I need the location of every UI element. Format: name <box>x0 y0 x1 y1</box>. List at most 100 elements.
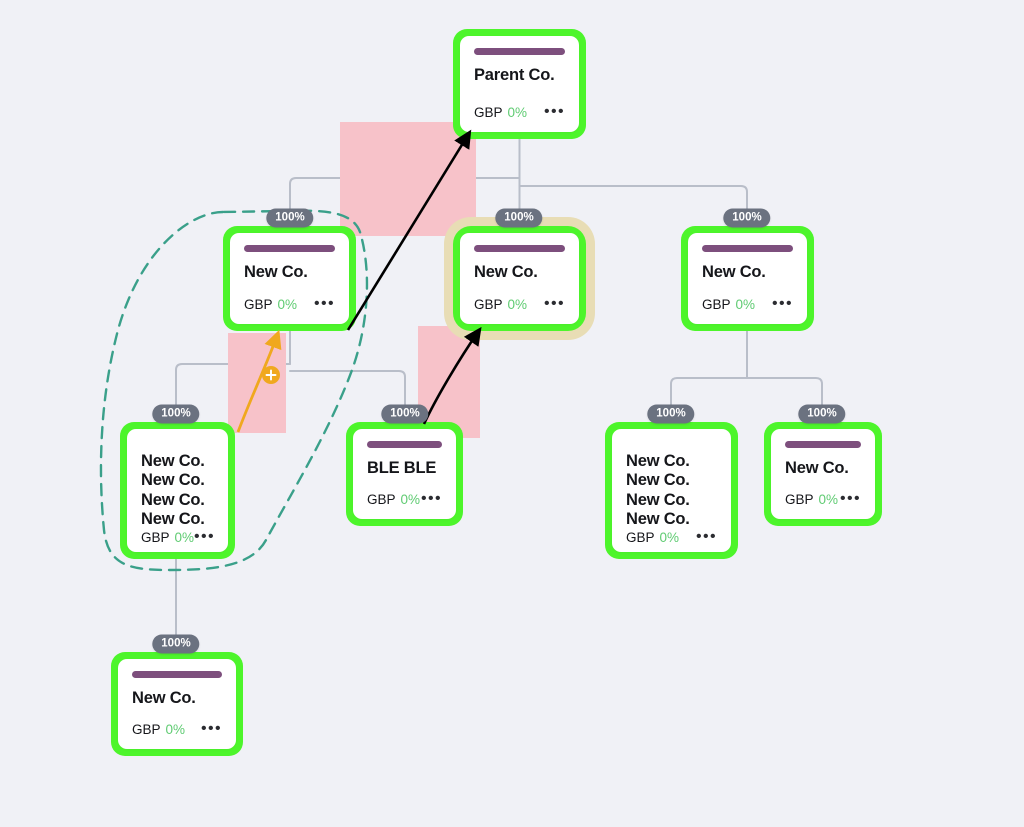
node-accent-bar <box>132 671 222 678</box>
node-title: Parent Co. <box>474 66 555 84</box>
node-currency-group: GBP 0% <box>132 721 185 739</box>
node-percent: 0% <box>818 492 839 507</box>
edge-parent-child-3 <box>518 185 748 211</box>
node-overflow-menu-icon[interactable]: ••• <box>543 294 565 312</box>
node-footer: GBP 0% ••• <box>474 102 565 122</box>
node-card-parent[interactable]: Parent Co. GBP 0% ••• <box>453 29 586 139</box>
node-currency: GBP <box>141 530 170 546</box>
node-accent-bar <box>785 441 861 448</box>
node-currency-group: GBP 0% <box>367 491 420 509</box>
node-percent: 0% <box>277 297 298 312</box>
node-accent-bar <box>474 48 565 55</box>
node-card-child-2[interactable]: New Co. GBP 0% ••• <box>453 226 586 331</box>
node-percent: 0% <box>400 492 421 507</box>
node-title: New Co. <box>702 263 766 281</box>
node-title: New Co. <box>474 263 538 281</box>
node-currency-group: GBP 0% <box>474 104 527 122</box>
node-card-grandchild-2[interactable]: BLE BLE GBP 0%••• <box>346 422 463 526</box>
node-currency: GBP <box>702 297 731 312</box>
badge-grandchild-1[interactable]: 100% <box>152 404 200 424</box>
node-footer: GBP 0% ••• <box>132 719 222 739</box>
node-percent: 0% <box>507 297 528 312</box>
edge-child-1-grandchild-1 <box>175 363 291 407</box>
node-title: New Co. <box>132 689 196 707</box>
node-overflow-menu-icon[interactable]: ••• <box>200 719 222 737</box>
node-footer: GBP 0%••• <box>785 489 861 509</box>
edge-child-3-grandchild-4 <box>746 377 823 407</box>
node-body-parent: Parent Co. GBP 0% ••• <box>460 36 579 132</box>
node-overflow-menu-icon[interactable]: ••• <box>194 527 216 545</box>
node-percent: 0% <box>165 722 186 737</box>
badge-child-1[interactable]: 100% <box>266 208 314 228</box>
node-title: BLE BLE <box>367 459 437 477</box>
node-card-child-1[interactable]: New Co. GBP 0% ••• <box>223 226 356 331</box>
node-accent-bar <box>702 245 793 252</box>
node-overflow-menu-icon[interactable]: ••• <box>839 489 861 507</box>
node-overflow-menu-icon[interactable]: ••• <box>771 294 793 312</box>
badge-grandchild-2[interactable]: 100% <box>381 404 429 424</box>
node-percent: 0% <box>735 297 756 312</box>
node-footer: GBP 0% ••• <box>474 294 565 314</box>
add-link-plus-icon <box>265 369 277 381</box>
node-footer: GBP 0% ••• <box>702 294 793 314</box>
edge-parent-child-1 <box>289 177 521 211</box>
node-body-child-2: New Co. GBP 0% ••• <box>460 233 579 324</box>
node-body-child-3: New Co. GBP 0% ••• <box>688 233 807 324</box>
badge-child-3[interactable]: 100% <box>723 208 771 228</box>
node-accent-bar <box>244 245 335 252</box>
node-title: New Co. New Co. New Co. New Co. <box>626 452 690 528</box>
move-link-arrow-2 <box>422 326 482 425</box>
badge-child-2[interactable]: 100% <box>495 208 543 228</box>
badge-grandchild-4[interactable]: 100% <box>798 404 846 424</box>
node-currency: GBP <box>132 722 161 737</box>
node-overflow-menu-icon[interactable]: ••• <box>420 489 442 507</box>
node-currency-group: GBP 0% <box>702 296 755 314</box>
node-footer: GBP 0%••• <box>367 489 442 509</box>
node-currency-group: GBP 0% <box>244 296 297 314</box>
drop-zone-child-1 <box>228 333 286 433</box>
node-currency: GBP <box>244 297 273 312</box>
edge-child-1-grandchild-2 <box>289 370 406 407</box>
node-overflow-menu-icon[interactable]: ••• <box>543 102 565 120</box>
node-currency-group: GBP 0% <box>474 296 527 314</box>
node-card-greatgrandchild-1[interactable]: New Co. GBP 0% ••• <box>111 652 243 756</box>
node-currency: GBP <box>785 492 814 507</box>
drop-zone-parent <box>340 122 476 236</box>
node-accent-bar <box>474 245 565 252</box>
node-accent-bar <box>367 441 442 448</box>
node-currency: GBP <box>474 297 503 312</box>
node-overflow-menu-icon[interactable]: ••• <box>695 527 717 545</box>
edge-child-3-grandchild-3 <box>670 377 748 407</box>
node-overflow-menu-icon[interactable]: ••• <box>313 294 335 312</box>
node-percent: 0% <box>174 530 195 546</box>
badge-greatgrand-1[interactable]: 100% <box>152 634 200 654</box>
node-percent: 0% <box>659 530 680 546</box>
badge-grandchild-3[interactable]: 100% <box>647 404 695 424</box>
node-footer: GBP 0% ••• <box>244 294 335 314</box>
move-link-arrow-1 <box>346 129 472 331</box>
new-link-arrow <box>236 329 282 433</box>
node-body-grandchild-2: BLE BLE GBP 0%••• <box>353 429 456 519</box>
node-title: New Co. New Co. New Co. New Co. <box>141 452 205 528</box>
node-body-child-1: New Co. GBP 0% ••• <box>230 233 349 324</box>
node-currency: GBP <box>367 492 396 507</box>
node-currency: GBP <box>474 105 503 120</box>
node-title: New Co. <box>244 263 308 281</box>
add-link-badge-circle <box>262 366 280 384</box>
node-currency-group: GBP 0% <box>785 491 838 509</box>
node-card-child-3[interactable]: New Co. GBP 0% ••• <box>681 226 814 331</box>
node-currency: GBP <box>626 530 655 546</box>
node-body-greatgrandchild-1: New Co. GBP 0% ••• <box>118 659 236 749</box>
node-percent: 0% <box>507 105 528 120</box>
